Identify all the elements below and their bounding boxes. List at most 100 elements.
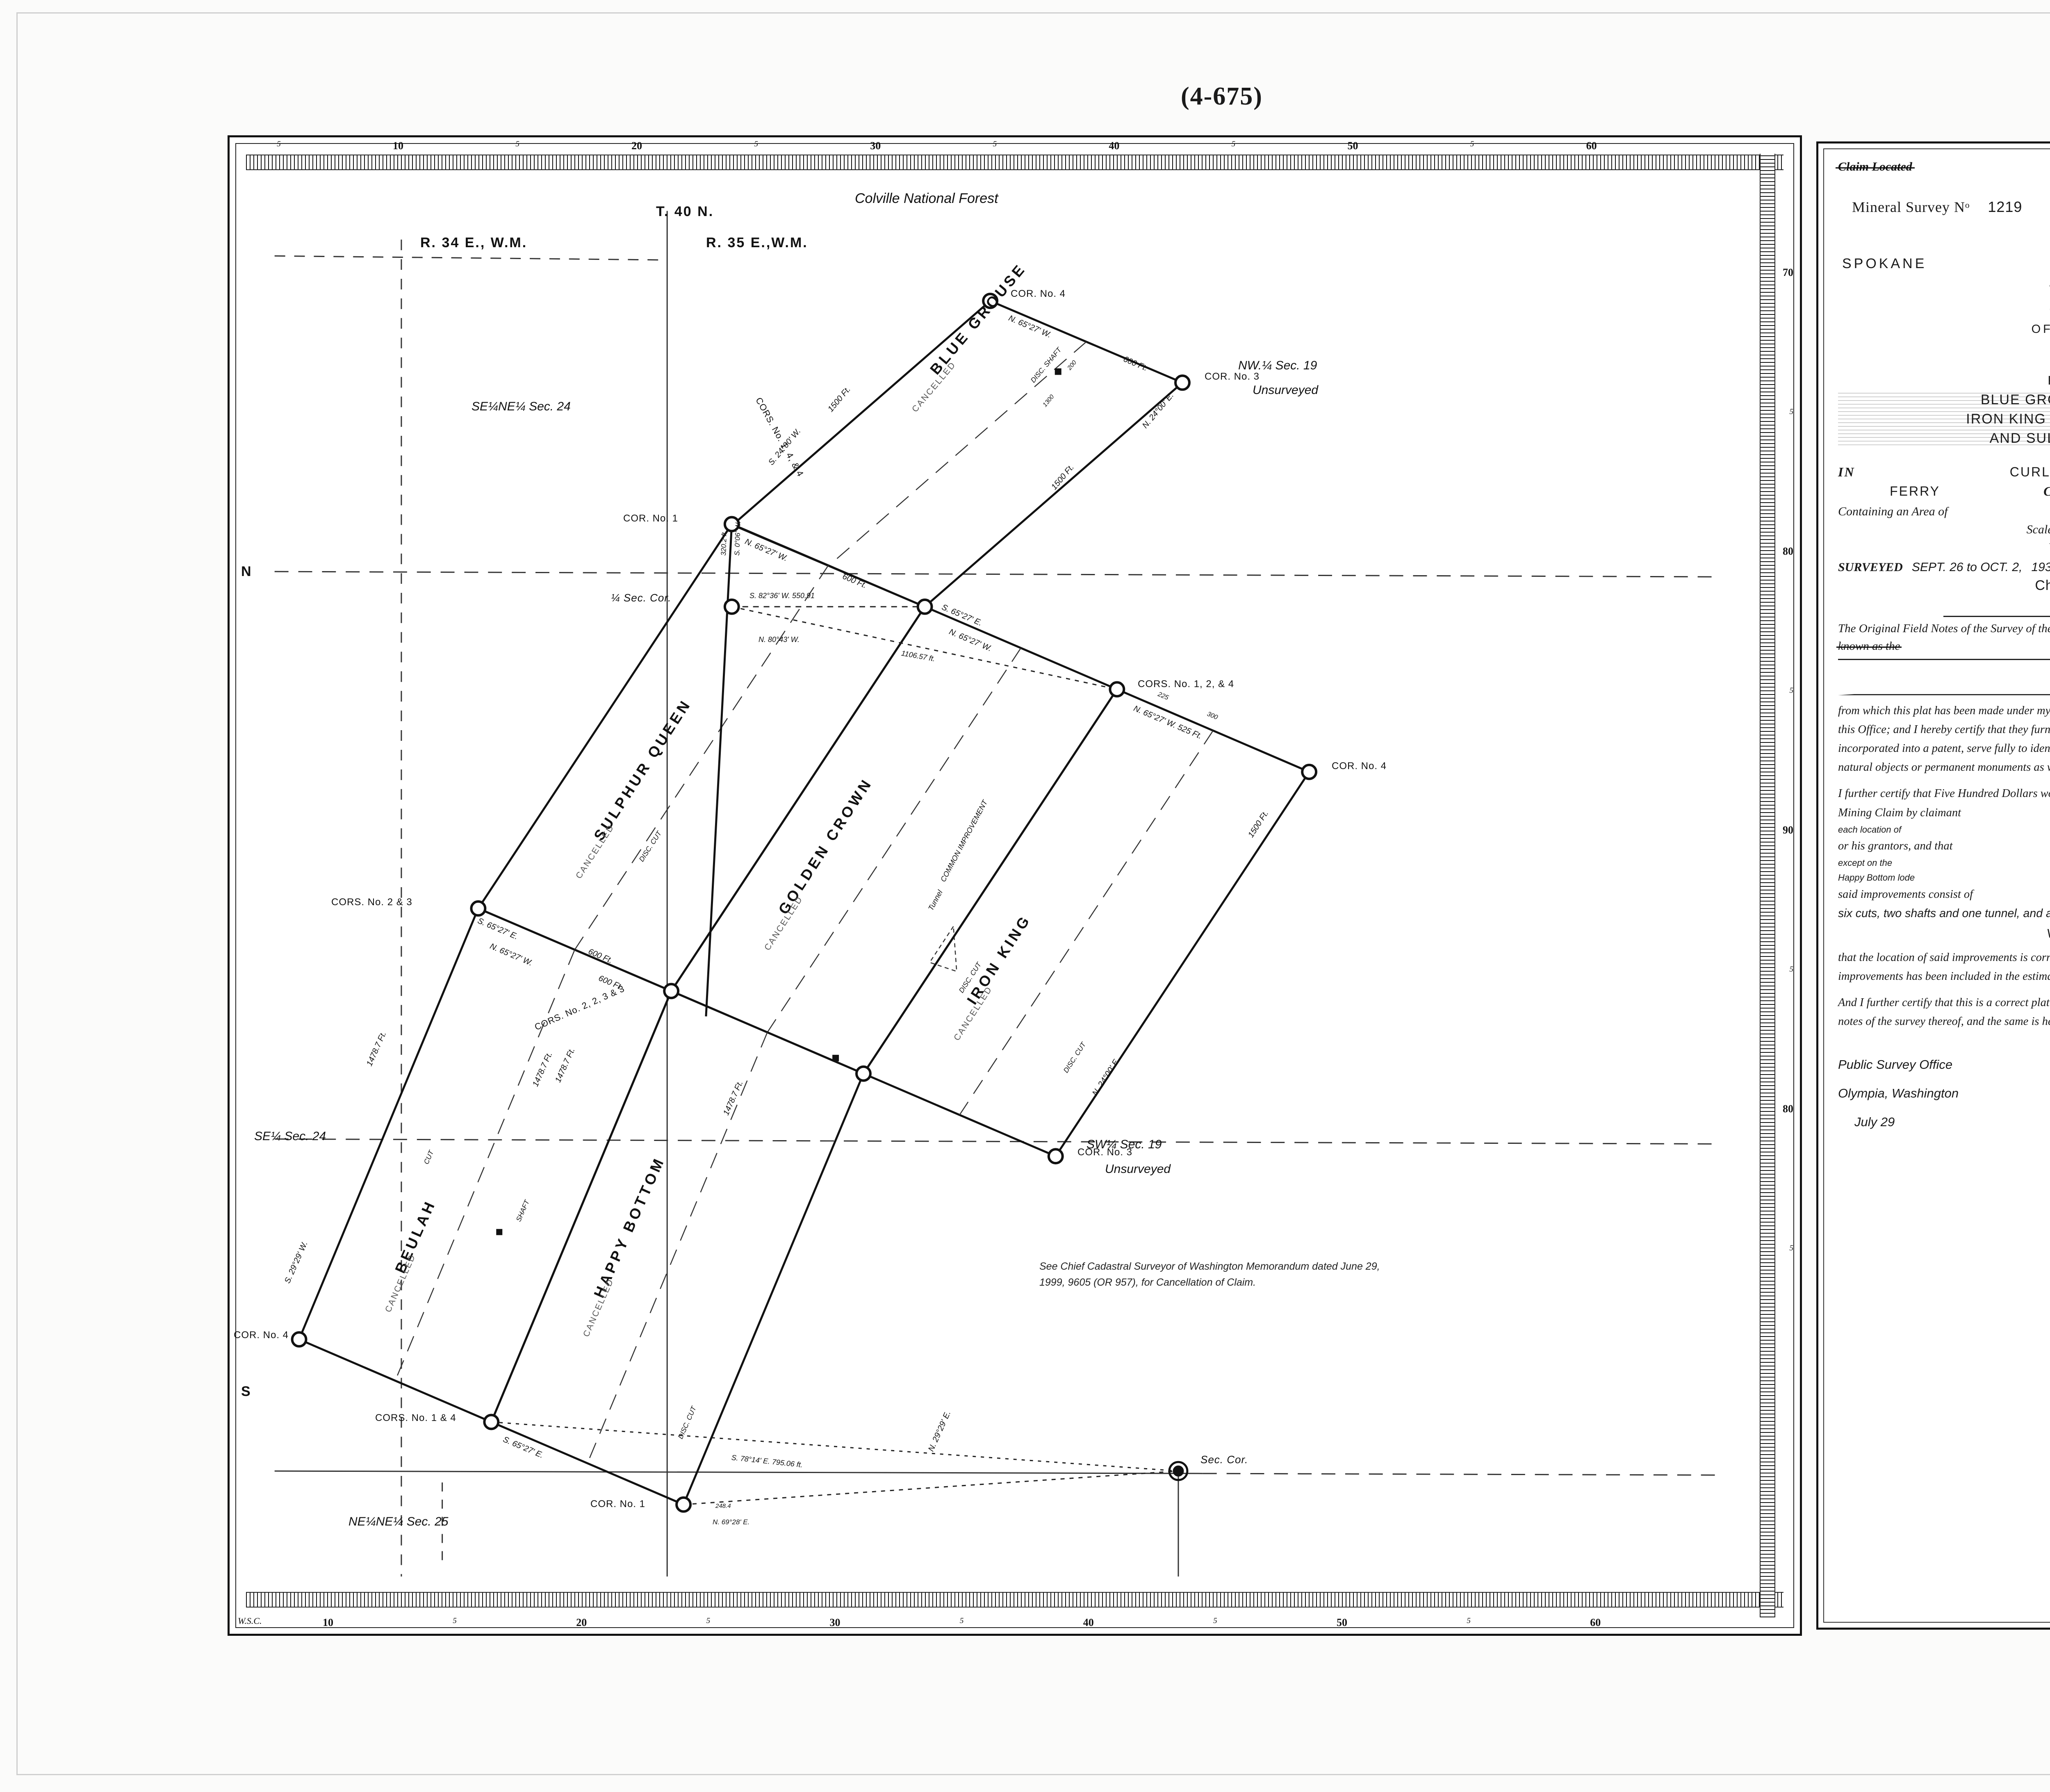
top-scale-tick-6: 5 xyxy=(993,140,997,148)
corner-label-quarter-sec-cor: ¼ Sec. Cor. xyxy=(611,592,672,604)
mineral-survey-row: Mineral Survey Nᵒ 1219 xyxy=(1838,198,2050,216)
corner-label-sec-cor: Sec. Cor. xyxy=(1200,1453,1248,1466)
certification-text-2a: I further certify that Five Hundred Doll… xyxy=(1838,787,2050,819)
corner-label-ik-4: COR. No. 4 xyxy=(1332,761,1387,772)
top-scale-tick-8: 5 xyxy=(1231,140,1236,148)
in-label: IN xyxy=(1838,464,1855,479)
known-as-the-label: KNOWN AS THE xyxy=(1838,373,2050,388)
certification-text-2c: said improvements consist of xyxy=(1838,888,1973,901)
bottom-scale-tick-5: 5 xyxy=(959,1617,964,1625)
section-ref-nw-19-unsurveyed: Unsurveyed xyxy=(1253,383,1319,397)
office-city-state: Olympia, Washington xyxy=(1838,1086,1959,1100)
annotation-happy-bottom-lode: Happy Bottom lode xyxy=(1838,872,1915,883)
surveyor-name: Charles H. Goodsell xyxy=(2035,577,2050,593)
bearing-320-2ft: 320.2 ft xyxy=(720,532,728,556)
corner-label-bg-3: COR. No. 3 xyxy=(1205,371,1260,382)
compass-south-label: S xyxy=(241,1384,251,1399)
bottom-scale-tick-10: 60 xyxy=(1590,1617,1601,1628)
scale-row: Scale of400Feet to the inch. xyxy=(1838,523,2050,537)
top-scale-tick-2: 5 xyxy=(515,140,519,148)
lodes-line-3: AND SULPHUR QUEEN LODES xyxy=(1989,430,2050,446)
plat-title: PLAT xyxy=(1838,278,2050,316)
right-scale-tick-1: 5 xyxy=(1789,408,1794,416)
signature-row-3: July 29 ,1932 for Washington. xyxy=(1838,1115,2050,1129)
county-label: COUNTY, xyxy=(2043,484,2050,499)
right-scale-tick-4: 90 xyxy=(1783,824,1793,836)
top-scale-tick-3: 20 xyxy=(631,140,642,152)
lodes-block: BLUE GROUSE GOLDEN CROWN IRON KING HAPPY… xyxy=(1838,390,2050,448)
corner-label-cors-23: CORS. No. 2 & 3 xyxy=(331,897,412,908)
bottom-scale-tick-4: 30 xyxy=(829,1617,840,1628)
value-row: Value $ 5808.00 xyxy=(1838,926,2050,941)
bearing-n8043w: N. 80°43' W. xyxy=(758,635,800,644)
of-the-claim-of-label: OF THE CLAIM OF xyxy=(2031,323,2050,336)
certification-paragraph-3: that the location of said improvements i… xyxy=(1838,948,2050,986)
claim-owner-name: B M MILLER xyxy=(1838,342,2050,359)
scale-label-prefix: Scale of xyxy=(2026,522,2050,536)
certificate-inner: Claim Located 490 Mineral Survey Nᵒ1219 … xyxy=(1823,148,2050,1623)
signature-row-2: Olympia, Washington Office Cadastral Eng… xyxy=(1838,1086,2050,1101)
right-scale-tick-7: 5 xyxy=(1789,1244,1794,1252)
variation-label: Variation xyxy=(2049,541,2050,554)
right-scale-tick-2: 80 xyxy=(1783,545,1793,557)
township-label-r34e: R. 34 E., W.M. xyxy=(420,235,528,250)
page-border xyxy=(16,12,2050,1775)
compass-north-label: N xyxy=(241,564,251,579)
bottom-scale-tick-8: 50 xyxy=(1336,1617,1347,1628)
bearing-n6928e: N. 69°28' E. xyxy=(713,1518,750,1526)
surveyed-row: SURVEYED SEPT. 26 to OCT. 2, 1931 BY xyxy=(1838,560,2050,574)
annotation-each-location-of: each location of xyxy=(1838,824,1902,835)
township-label-t40n: T. 40 N. xyxy=(656,204,714,219)
blank-name-rule xyxy=(1838,657,2050,694)
signature-block: Public Survey Office Geo. F. Maden Olymp… xyxy=(1838,1048,2050,1129)
section-ref-ne-ne-25: NE¼NE¼ Sec. 25 xyxy=(348,1515,449,1528)
value-label: Value xyxy=(2046,926,2050,940)
map-top-scale-bar xyxy=(246,155,1784,170)
bearing-s8236w: S. 82°36' W. 550.91 xyxy=(749,592,815,600)
certification-text-2b: or his grantors, and that xyxy=(1838,840,1953,853)
map-right-scale-bar xyxy=(1760,154,1775,1617)
mining-district-name: CURLEW xyxy=(2009,464,2050,479)
lodes-line-2: IRON KING HAPPY BOTTOM BEULAH xyxy=(1966,411,2050,427)
section-ref-se-ne-24: SE¼NE¼ Sec. 24 xyxy=(472,400,571,413)
bottom-scale-tick-6: 40 xyxy=(1083,1617,1094,1628)
land-district-row: SPOKANE Land District. xyxy=(1838,256,2050,272)
certification-paragraph-2: I further certify that Five Hundred Doll… xyxy=(1838,784,2050,923)
land-office-name: SPOKANE xyxy=(1842,256,1927,271)
top-scale-tick-10: 5 xyxy=(1470,140,1474,148)
certification-paragraph-1: from which this plat has been made under… xyxy=(1838,701,2050,777)
top-scale-tick-1: 10 xyxy=(393,140,404,152)
map-panel-inner-border xyxy=(235,143,1794,1628)
lodes-line-1: BLUE GROUSE GOLDEN CROWN xyxy=(1980,392,2050,408)
right-scale-tick-0: 70 xyxy=(1783,266,1793,278)
public-survey-office-label: Public Survey Office xyxy=(1838,1057,1953,1072)
right-scale-tick-6: 80 xyxy=(1783,1103,1793,1115)
top-scale-tick-4: 5 xyxy=(754,140,758,148)
mineral-survey-label: Mineral Survey Nᵒ xyxy=(1852,199,1970,215)
bottom-scale-origin-label: W.S.C. xyxy=(238,1616,262,1626)
section-ref-se-24: SE¼ Sec. 24 xyxy=(254,1129,326,1143)
claim-located-label: Claim Located xyxy=(1836,160,1915,173)
section-ref-sw-19: SW¼ Sec. 19 xyxy=(1086,1138,1162,1151)
right-scale-tick-5: 5 xyxy=(1789,965,1794,974)
surveyed-year: 1931 xyxy=(2031,560,2050,574)
right-scale-tick-3: 5 xyxy=(1789,686,1794,695)
bottom-scale-tick-9: 5 xyxy=(1467,1617,1471,1625)
variation-row: Variation23°45' E. xyxy=(1838,541,2050,555)
certification-text-3: that the location of said improvements i… xyxy=(1838,951,2050,983)
map-bottom-scale-bar xyxy=(246,1592,1784,1608)
bottom-scale-tick-7: 5 xyxy=(1213,1617,1217,1625)
bottom-scale-tick-2: 20 xyxy=(576,1617,587,1628)
top-scale-tick-7: 40 xyxy=(1109,140,1120,152)
area-row: Containing an Area of Acres. xyxy=(1838,505,2050,519)
signature-row-1: Public Survey Office Geo. F. Maden xyxy=(1838,1048,2050,1072)
corner-label-sq-1: COR. No. 1 xyxy=(623,513,679,524)
corner-label-ik-3: COR. No. 3 xyxy=(1077,1147,1133,1158)
corner-label-cors-14: CORS. No. 1 & 4 xyxy=(375,1412,456,1423)
certification-text-4: And I further certify that this is a cor… xyxy=(1838,996,2050,1028)
mineral-survey-number: 1219 xyxy=(1988,198,2023,215)
top-scale-tick-5: 30 xyxy=(870,140,881,152)
section-divider xyxy=(1943,615,2050,617)
sheet-number: (4-675) xyxy=(1181,82,1263,110)
